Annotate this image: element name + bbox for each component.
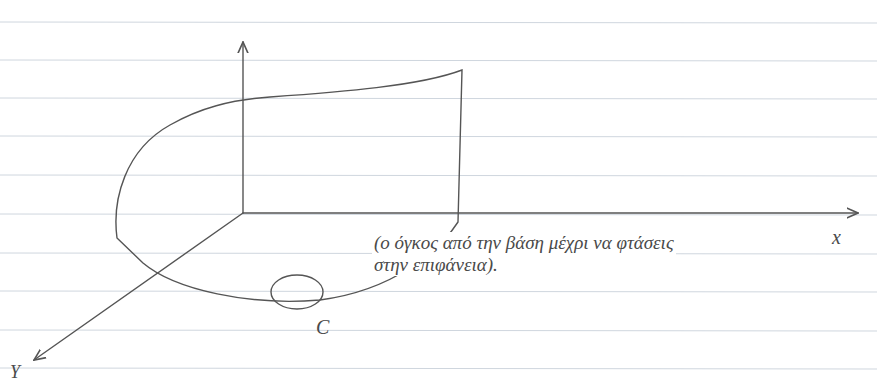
- ruled-lines: [0, 22, 877, 369]
- axis-label: x: [832, 226, 841, 249]
- axis-label: Y: [10, 362, 20, 383]
- note-text: (ο όγκος από την βάση μέχρι να φτάσεις σ…: [372, 232, 676, 276]
- x-axis: [243, 212, 858, 213]
- y-axis: [34, 213, 243, 360]
- curve-c: [271, 275, 323, 309]
- curve-label: C: [316, 316, 329, 339]
- z-axis: [242, 42, 243, 213]
